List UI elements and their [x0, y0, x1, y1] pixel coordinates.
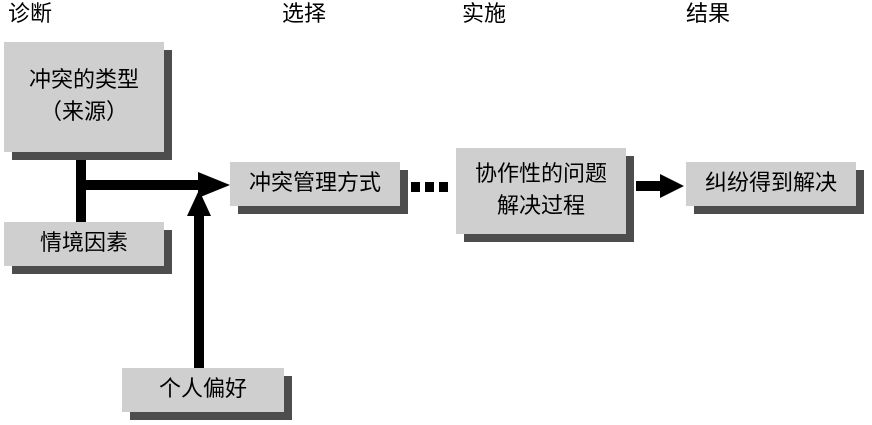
- stage-label-implementation: 实施: [462, 2, 507, 27]
- stage-label-selection: 选择: [282, 2, 327, 27]
- box-situational-factors-label: 情境因素: [39, 231, 128, 256]
- box-resolution: 纠纷得到解决: [686, 162, 856, 206]
- box-conflict-type: 冲突的类型 （来源）: [4, 42, 164, 152]
- box-conflict-type-line2: （来源）: [39, 100, 128, 125]
- connector-preference-vertical: [194, 214, 204, 370]
- connector-diagnosis-vertical: [76, 152, 86, 224]
- dash-1: [411, 182, 420, 192]
- arrowhead-to-management-style: [198, 172, 230, 198]
- box-collaborative-process: 协作性的问题 解决过程: [456, 148, 626, 234]
- connector-to-resolution: [636, 181, 662, 191]
- dash-3: [439, 182, 448, 192]
- dash-2: [425, 182, 434, 192]
- box-personal-preference-label: 个人偏好: [158, 377, 247, 402]
- box-conflict-type-line1: 冲突的类型: [28, 68, 139, 93]
- box-collaborative-process-line2: 解决过程: [496, 194, 585, 219]
- arrowhead-preference-up: [187, 190, 211, 216]
- box-collaborative-process-line1: 协作性的问题: [474, 162, 607, 187]
- box-management-style-label: 冲突管理方式: [248, 171, 381, 196]
- box-situational-factors: 情境因素: [4, 222, 164, 266]
- connector-diagnosis-horizontal: [86, 180, 198, 190]
- stage-label-outcome: 结果: [686, 2, 731, 27]
- box-resolution-label: 纠纷得到解决: [704, 171, 837, 196]
- stage-label-diagnosis: 诊断: [8, 2, 53, 27]
- arrowhead-to-resolution: [660, 174, 684, 198]
- box-personal-preference: 个人偏好: [122, 368, 284, 412]
- box-management-style: 冲突管理方式: [230, 162, 400, 206]
